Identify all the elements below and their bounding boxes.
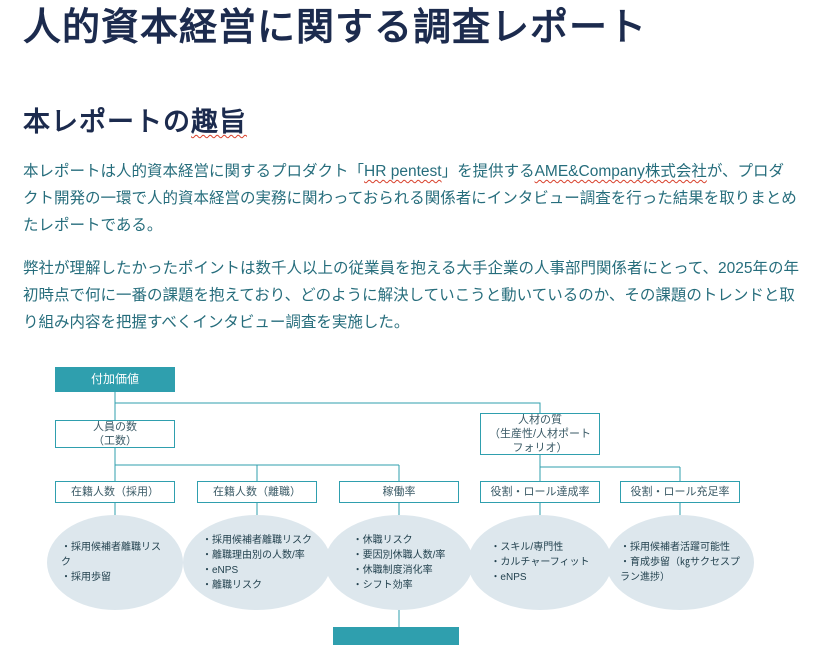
- node-enrolled-hiring: 在籍人数（採用）: [55, 481, 175, 503]
- node-added-value: 付加価値: [55, 367, 175, 392]
- paragraph-text: が、プロダクト開発の一環で人的資本経営の実務に関わっておられる関係者にインタビュ…: [23, 163, 797, 234]
- section-heading: 本レポートの趣旨: [23, 100, 247, 139]
- section-heading-text: 本レポートの: [23, 107, 191, 137]
- intro-paragraph-2: 弊社が理解したかったポイントは数千人以上の従業員を抱える大手企業の人事部門関係者…: [23, 260, 800, 331]
- bullet-ellipse-hiring: ・採用候補者離職リスク ・採用歩留: [47, 515, 183, 610]
- node-headcount: 人員の数 （工数）: [55, 420, 175, 448]
- section-heading-marked-text: 趣旨: [191, 107, 247, 137]
- node-talent-quality: 人材の質 （生産性/人材ポート フォリオ）: [480, 413, 600, 455]
- node-role-achievement-rate: 役割・ロール達成率: [480, 481, 600, 503]
- node-enrolled-turnover: 在籍人数（離職）: [197, 481, 317, 503]
- bullet-ellipse-turnover: ・採用候補者離職リスク ・離職理由別の人数/率 ・eNPS ・離職リスク: [183, 515, 331, 610]
- bullet-ellipse-achievement: ・スキル/専門性 ・カルチャーフィット ・eNPS: [468, 515, 612, 610]
- node-utilization-rate: 稼働率: [339, 481, 459, 503]
- node-role-sufficiency-rate: 役割・ロール充足率: [620, 481, 740, 503]
- bullet-ellipse-sufficiency: ・採用候補者活躍可能性 ・育成歩留（㎏サクセスプラン進捗）: [606, 515, 754, 610]
- product-name-text: HR pentest: [364, 163, 442, 180]
- kpi-tree-diagram: 付加価値 人員の数 （工数） 人材の質 （生産性/人材ポート フォリオ） 在籍人…: [0, 363, 817, 645]
- intro-paragraph-1: 本レポートは人的資本経営に関するプロダクト「HR pentest」を提供するAM…: [23, 159, 799, 240]
- paragraph-text: 本レポートは人的資本経営に関するプロダクト「: [23, 163, 365, 180]
- company-name-text: AME&Company株式会社: [534, 163, 707, 180]
- page-title: 人的資本経営に関する調査レポート: [23, 7, 648, 49]
- connector-lines: [114, 392, 681, 627]
- node-cutoff-bottom: [333, 627, 459, 645]
- bullet-ellipse-utilization: ・休職リスク ・要因別休職人数/率 ・休職制度消化率 ・シフト効率: [325, 515, 473, 610]
- paragraph-text: 」を提供する: [441, 163, 535, 180]
